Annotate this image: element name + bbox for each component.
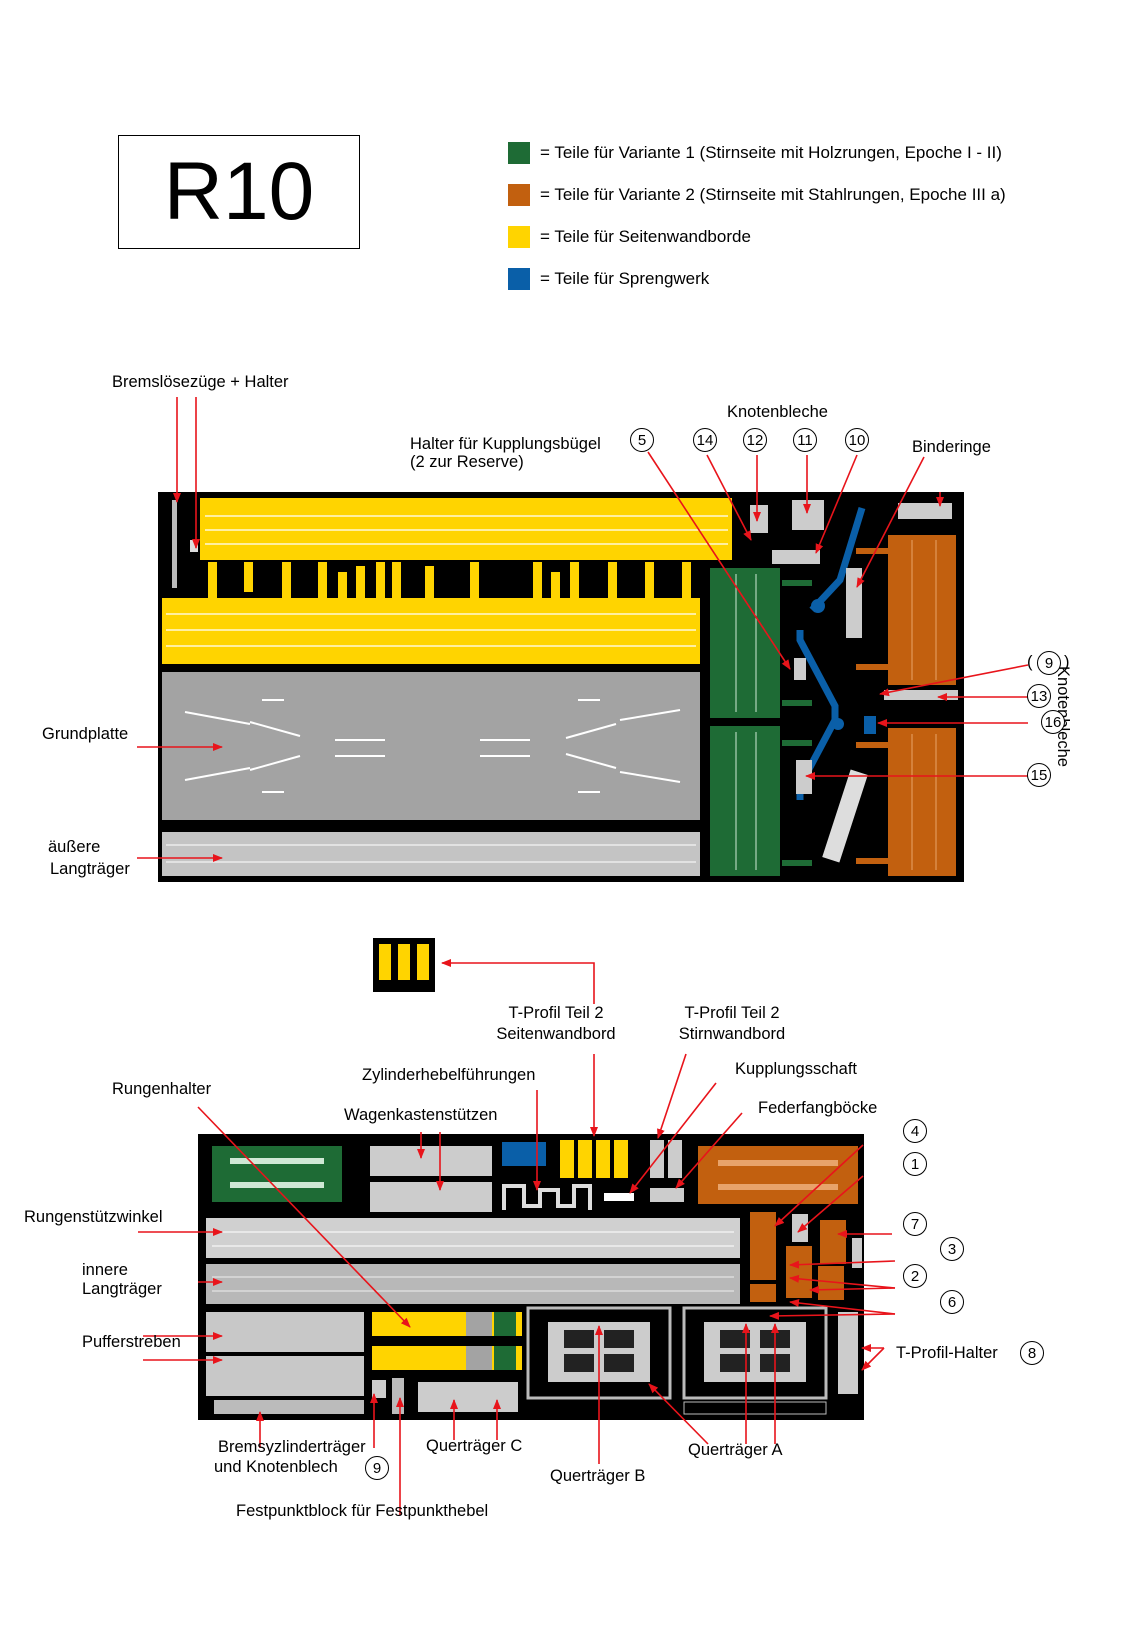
number-badge: 8 [1020, 1341, 1044, 1365]
label-seitenwandbord: Seitenwandbord [496, 1025, 616, 1043]
label-rungenhalter: Rungenhalter [112, 1080, 212, 1098]
label-quertraeger-a: Querträger A [688, 1441, 783, 1459]
number-badge: 6 [940, 1290, 964, 1314]
number-badge: 7 [903, 1212, 927, 1236]
number-badge: 2 [903, 1264, 927, 1288]
label-knotenbleche-top: Knotenbleche [727, 403, 828, 421]
legend-text: = Teile für Sprengwerk [540, 269, 710, 288]
number-badge: 1 [903, 1152, 927, 1176]
legend-swatch-yellow [508, 226, 530, 248]
legend-item-sprengwerk: = Teile für Sprengwerk [508, 267, 709, 291]
legend-item-variant1: = Teile für Variante 1 (Stirnseite mit H… [508, 141, 1002, 165]
number-badge: 3 [940, 1237, 964, 1261]
number-badge: 9 [1037, 651, 1061, 675]
label-innere: innere [82, 1261, 128, 1279]
label-rungenstuetzwinkel: Rungenstützwinkel [24, 1208, 163, 1226]
page-title: R10 [163, 146, 315, 237]
paren-open: ( [1027, 653, 1033, 671]
sheet2-arrows [138, 959, 896, 1515]
label-quertraeger-c: Querträger C [426, 1437, 523, 1455]
label-innere-langtraeger: Langträger [82, 1280, 162, 1298]
legend-text: = Teile für Seitenwandborde [540, 227, 751, 246]
legend-swatch-orange [508, 184, 530, 206]
label-aeussere-langtraeger: Langträger [50, 860, 130, 878]
label-knotenblech: und Knotenblech [214, 1458, 338, 1476]
number-badge: 11 [793, 428, 817, 452]
label-halter-reserve: (2 zur Reserve) [410, 453, 524, 471]
paren-close: ) [1064, 653, 1070, 671]
legend-item-seitenwand: = Teile für Seitenwandborde [508, 225, 751, 249]
legend-text: = Teile für Variante 1 (Stirnseite mit H… [540, 143, 1002, 162]
sheet1-arrows [137, 397, 1029, 862]
etch-sheet-1 [158, 492, 964, 882]
label-grundplatte: Grundplatte [42, 725, 129, 743]
label-bremsloesezuege: Bremslösezüge + Halter [112, 373, 289, 391]
legend-swatch-blue [508, 268, 530, 290]
label-festpunktblock: Festpunktblock für Festpunkthebel [236, 1502, 489, 1520]
label-tprofil-halter: T-Profil-Halter [896, 1344, 998, 1362]
label-halter-kupplungsbuegel: Halter für Kupplungsbügel [410, 435, 601, 453]
label-stirnwandbord: Stirnwandbord [678, 1025, 786, 1043]
label-tprofil-stirnwand: T-Profil Teil 2 [684, 1004, 780, 1022]
label-tprofil-seitenwand: T-Profil Teil 2 [508, 1004, 604, 1022]
legend-text: = Teile für Variante 2 (Stirnseite mit S… [540, 185, 1006, 204]
label-kupplungsschaft: Kupplungsschaft [735, 1060, 858, 1078]
label-zylinderhebel: Zylinderhebelführungen [362, 1066, 536, 1084]
legend-item-variant2: = Teile für Variante 2 (Stirnseite mit S… [508, 183, 1006, 207]
number-badge: 4 [903, 1119, 927, 1143]
label-binderinge: Binderinge [912, 438, 991, 456]
label-federfangboecke: Federfangböcke [758, 1099, 878, 1117]
legend-swatch-green [508, 142, 530, 164]
title-box: R10 [118, 135, 360, 249]
label-pufferstreben: Pufferstreben [82, 1333, 181, 1351]
label-aeussere: äußere [48, 838, 101, 856]
label-bremszylindertraeger: Bremsyzlinderträger [218, 1438, 366, 1456]
number-badge: 13 [1027, 684, 1051, 708]
number-badge: 12 [743, 428, 767, 452]
number-badge: 16 [1041, 710, 1065, 734]
number-badge: 15 [1027, 763, 1051, 787]
number-badge: 14 [693, 428, 717, 452]
number-badge: 9 [365, 1456, 389, 1480]
label-quertraeger-b: Querträger B [550, 1467, 646, 1485]
number-badge: 10 [845, 428, 869, 452]
label-wagenkastenstuetzen: Wagenkastenstützen [344, 1106, 498, 1124]
number-badge: 5 [630, 428, 654, 452]
